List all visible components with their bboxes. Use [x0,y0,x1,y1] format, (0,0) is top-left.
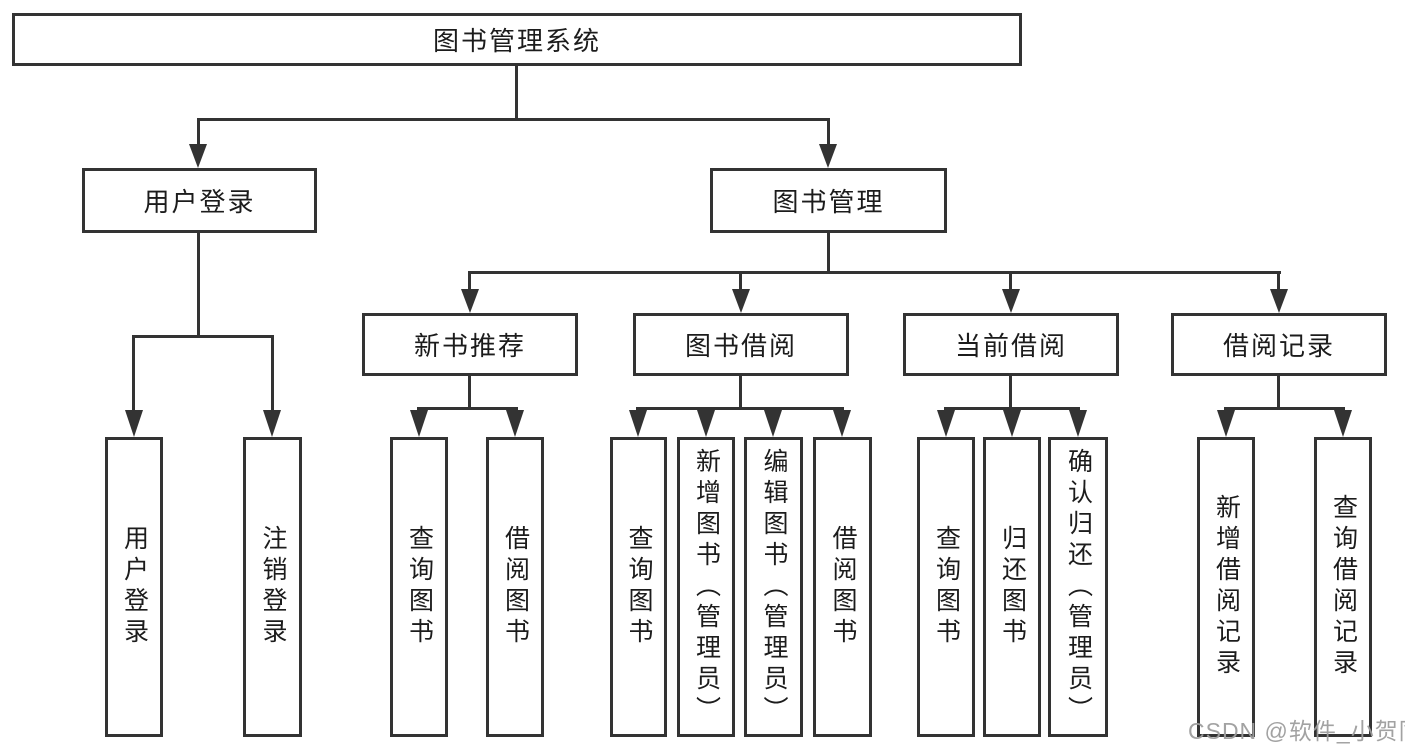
leaf-edit-books-admin: 编辑图书（管理员） [744,437,803,737]
leaf-borrow-books-1: 借阅图书 [486,437,544,737]
connector-vertical-line [739,271,742,293]
connector-vertical-line [468,376,471,410]
connector-horizontal-line [417,407,518,410]
arrowhead-down-icon [1270,289,1288,313]
arrowhead-down-icon [629,410,647,437]
connector-vertical-line [197,233,200,338]
arrowhead-down-icon [125,410,143,437]
connector-horizontal-line [132,335,274,338]
connector-horizontal-line [944,407,1080,410]
node-book-borrow: 图书借阅 [633,313,849,376]
connector-vertical-line [132,335,135,413]
node-root: 图书管理系统 [12,13,1022,66]
arrowhead-down-icon [1217,410,1235,437]
leaf-user-login: 用户登录 [105,437,163,737]
arrowhead-down-icon [833,410,851,437]
arrowhead-down-icon [819,144,837,168]
node-current-borrow: 当前借阅 [903,313,1119,376]
connector-vertical-line [468,271,471,293]
connector-vertical-line [1009,376,1012,410]
connector-vertical-line [739,376,742,410]
arrowhead-down-icon [263,410,281,437]
leaf-query-books-1: 查询图书 [390,437,448,737]
connector-vertical-line [197,118,200,148]
node-borrow-records: 借阅记录 [1171,313,1387,376]
connector-vertical-line [271,335,274,413]
leaf-query-books-2: 查询图书 [610,437,667,737]
arrowhead-down-icon [764,410,782,437]
leaf-query-borrow-record: 查询借阅记录 [1314,437,1372,737]
node-new-book-recommend: 新书推荐 [362,313,578,376]
arrowhead-down-icon [189,144,207,168]
arrowhead-down-icon [732,289,750,313]
arrowhead-down-icon [1069,410,1087,437]
arrowhead-down-icon [506,410,524,437]
connector-vertical-line [827,118,830,148]
leaf-add-books-admin: 新增图书（管理员） [677,437,735,737]
connector-vertical-line [1009,271,1012,293]
connector-vertical-line [827,233,830,274]
arrowhead-down-icon [1002,289,1020,313]
arrowhead-down-icon [1003,410,1021,437]
leaf-return-books: 归还图书 [983,437,1041,737]
connector-horizontal-line [636,407,844,410]
connector-vertical-line [1277,271,1280,293]
connector-vertical-line [1277,376,1280,410]
connector-horizontal-line [468,271,1281,274]
arrowhead-down-icon [461,289,479,313]
connector-horizontal-line [197,118,830,121]
connector-horizontal-line [1224,407,1345,410]
arrowhead-down-icon [937,410,955,437]
leaf-add-borrow-record: 新增借阅记录 [1197,437,1255,737]
node-book-management: 图书管理 [710,168,947,233]
csdn-watermark: CSDN @软件_小贺同学 [1188,718,1405,744]
leaf-borrow-books-2: 借阅图书 [813,437,872,737]
leaf-logout: 注销登录 [243,437,302,737]
arrowhead-down-icon [1334,410,1352,437]
arrowhead-down-icon [410,410,428,437]
leaf-confirm-return-admin: 确认归还（管理员） [1048,437,1108,737]
arrowhead-down-icon [697,410,715,437]
node-user-login: 用户登录 [82,168,317,233]
leaf-query-books-3: 查询图书 [917,437,975,737]
connector-vertical-line [515,66,518,121]
